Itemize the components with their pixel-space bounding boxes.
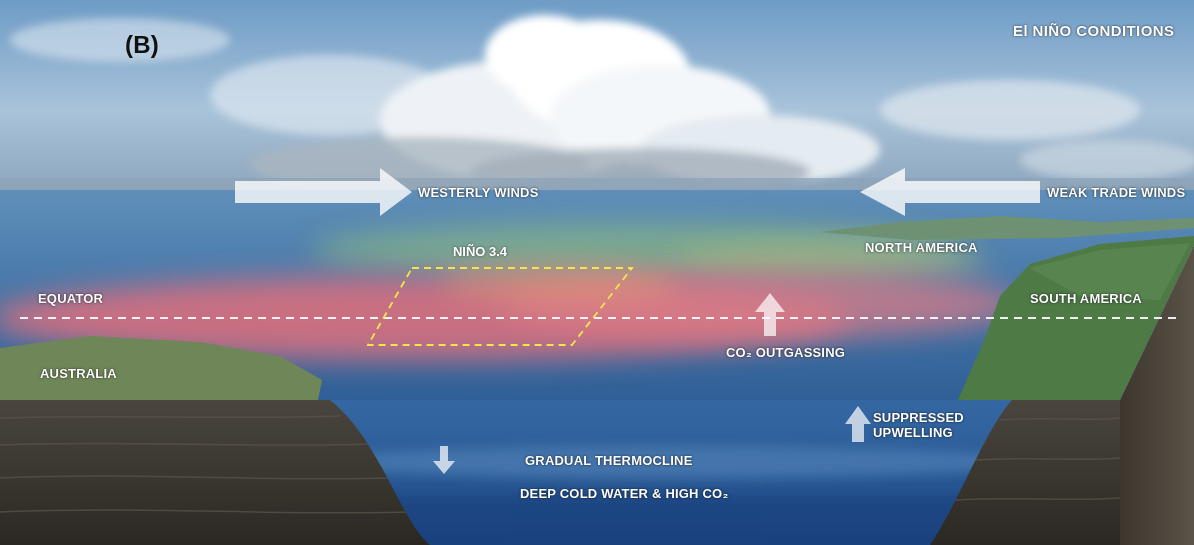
australia-land [0,336,322,400]
nino-region: NIÑO 3.4 [360,243,640,349]
region-label: NORTH AMERICA [865,240,978,255]
trade-wind-arrow [860,168,1040,216]
north-america-land [820,216,1194,240]
equator-line [20,317,1180,319]
stratum [975,458,1120,460]
cloud [1020,140,1194,180]
cloud [10,18,230,62]
stratum [0,510,412,513]
region-label: SOUTH AMERICA [1030,291,1142,306]
diagram-title: El NIÑO CONDITIONS [1013,22,1174,40]
stratum [955,498,1120,500]
region-label: NIÑO 3.4 [453,243,507,259]
stratum [1000,418,1120,420]
wind-label: WEAK TRADE WINDS [1047,185,1185,200]
process-label: SUPPRESSED UPWELLING [873,410,973,440]
region-label: AUSTRALIA [40,366,117,381]
line-label: EQUATOR [38,291,103,306]
layer-label: GRADUAL THERMOCLINE [525,453,693,468]
westerly-wind-arrow [235,168,412,216]
wind-arrows [235,168,1040,216]
thermocline-arrow [433,446,455,474]
wind-label: WESTERLY WINDS [418,185,539,200]
block-side [1120,245,1194,545]
clouds [10,15,1194,196]
layer-label: DEEP COLD WATER & HIGH CO₂ [520,486,728,501]
flow-arrows [433,293,871,474]
cloud [880,80,1140,140]
outgassing-arrow [755,293,785,336]
stratum [0,416,340,418]
upwelling-arrow [845,406,871,442]
stratum [0,476,392,479]
thermocline-band [310,446,1030,478]
warm-pool [440,264,680,300]
deep-water [330,495,1030,545]
panel-letter: (B) [125,31,159,59]
thermocline [310,446,1030,545]
region-outline-path [368,268,632,345]
sea-temperature-tint [0,222,1020,360]
stratum [0,443,372,445]
sky [0,0,1194,200]
process-label: CO₂ OUTGASSING [726,345,845,360]
